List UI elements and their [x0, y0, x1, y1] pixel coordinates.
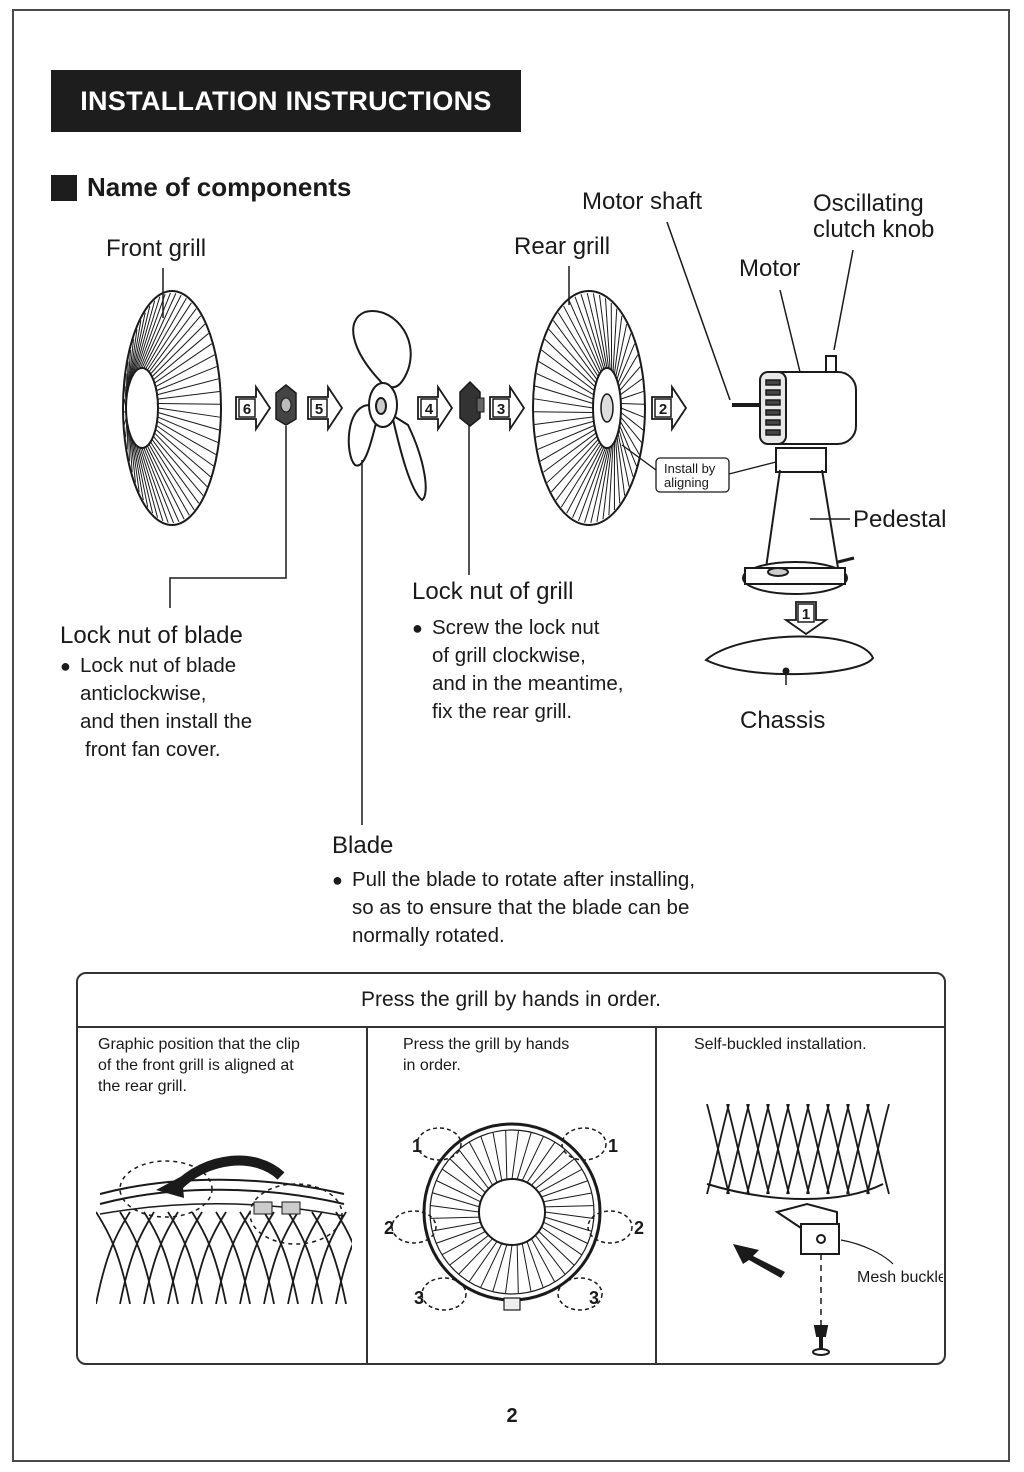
bullet-icon: ● — [412, 618, 423, 638]
rear-grill-label: Rear grill — [514, 233, 611, 260]
step-label-4: 4 — [425, 401, 434, 418]
order-number: 3 — [589, 1288, 599, 1308]
order-number: 1 — [412, 1136, 422, 1156]
cell3-description: Self-buckled installation. — [694, 1036, 867, 1053]
order-number: 2 — [634, 1218, 644, 1238]
front-grill-label: Front grill — [106, 235, 207, 262]
mesh-buckle-label: Mesh buckle — [857, 1269, 943, 1286]
step-label-2: 2 — [659, 401, 667, 418]
install-callout-line-2: aligning — [664, 475, 709, 490]
step-label-3: 3 — [497, 401, 505, 418]
blade-lock-nut-illustration — [275, 384, 297, 426]
lock-nut-blade-description: ●Lock nut of blade anticlockwise, and th… — [60, 654, 253, 761]
blade-description: ●Pull the blade to rotate after installi… — [332, 868, 696, 947]
grill-lock-nut-illustration — [459, 380, 485, 427]
step-label-6: 6 — [243, 401, 251, 418]
step-label-1: 1 — [802, 606, 810, 623]
page-frame — [12, 9, 1010, 1462]
motor-label: Motor — [739, 255, 801, 282]
chassis-illustration — [704, 635, 875, 676]
oscillating-label-line-2: clutch knob — [813, 216, 935, 243]
cell1-description: Graphic position that the clip of the fr… — [98, 1036, 300, 1095]
order-number: 1 — [608, 1136, 618, 1156]
push-arrow-icon — [733, 1244, 785, 1278]
rear-grill-illustration — [532, 290, 646, 526]
front-grill-illustration — [122, 290, 222, 526]
lock-nut-grill-title: Lock nut of grill — [412, 578, 574, 605]
press-box-heading: Press the grill by hands in order. — [78, 974, 944, 1028]
press-grill-box: Press the grill by hands in order. Graph… — [76, 972, 946, 1365]
chassis-label: Chassis — [740, 707, 826, 734]
step-number-boxes — [238, 398, 815, 623]
page-number: 2 — [506, 1405, 518, 1427]
bullet-icon: ● — [332, 870, 343, 890]
section-title: Name of components — [87, 172, 352, 202]
cell-divider — [655, 1026, 657, 1363]
motor-assembly-illustration — [732, 355, 857, 595]
order-number: 3 — [414, 1288, 424, 1308]
bullet-icon: ● — [60, 656, 71, 676]
install-callout-line-1: Install by — [664, 461, 716, 476]
blade-illustration — [347, 309, 427, 502]
leader-lines — [162, 221, 854, 825]
cell2-description: Press the grill by hands in order. — [403, 1036, 570, 1074]
clip-alignment-illustration — [96, 1155, 352, 1304]
install-callout — [621, 444, 777, 493]
curved-arrow-icon — [156, 1176, 184, 1198]
lock-nut-blade-title: Lock nut of blade — [60, 622, 243, 649]
oscillating-label-line-1: Oscillating — [813, 190, 924, 217]
order-number: 2 — [384, 1218, 394, 1238]
blade-title: Blade — [332, 832, 394, 859]
page-title: INSTALLATION INSTRUCTIONS — [51, 70, 521, 132]
cell-divider — [366, 1026, 368, 1363]
square-bullet-icon — [51, 174, 77, 201]
pedestal-label: Pedestal — [853, 506, 947, 533]
section-heading: Name of components — [51, 172, 351, 203]
step-label-5: 5 — [315, 401, 323, 418]
self-buckle-illustration: Mesh buckle — [706, 1104, 943, 1356]
lock-nut-grill-description: ●Screw the lock nut of grill clockwise, … — [412, 616, 624, 723]
motor-shaft-label: Motor shaft — [582, 188, 703, 215]
press-order-illustration: 1 1 2 2 3 3 — [384, 1122, 644, 1311]
